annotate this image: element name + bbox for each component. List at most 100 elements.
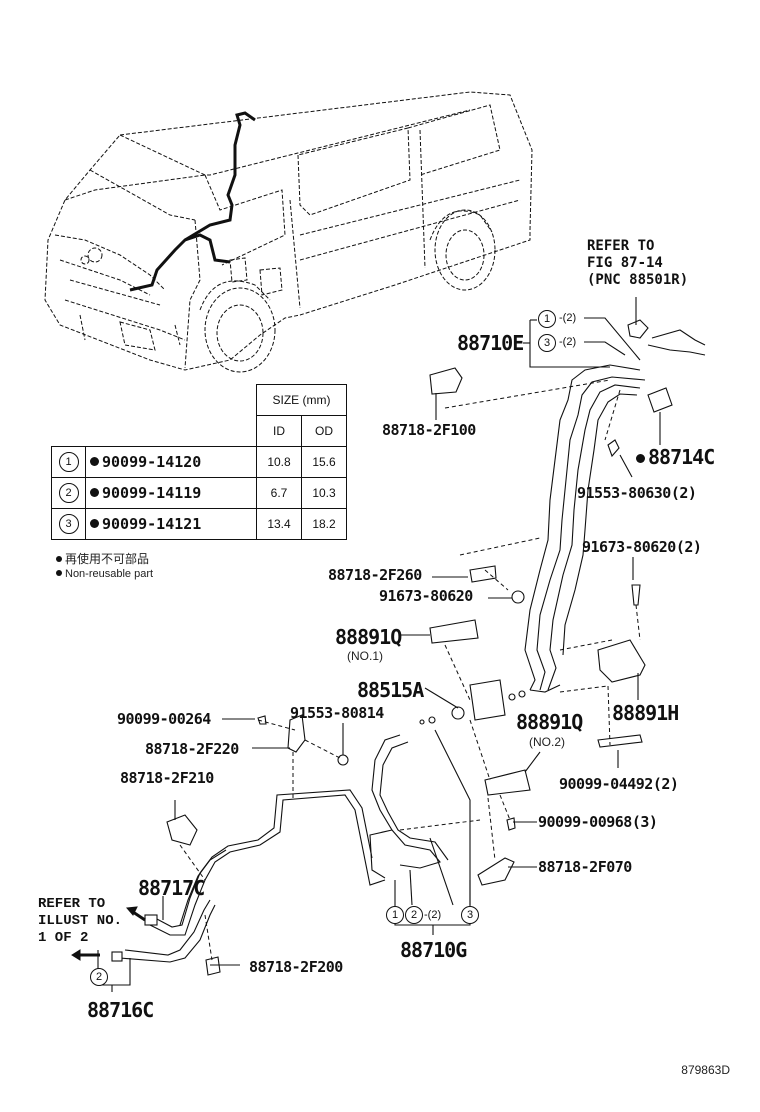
fitting-88717C-shape: [144, 914, 158, 926]
callout-88718-2F260[interactable]: 88718-2F260: [328, 566, 422, 584]
refer-top-line-1: REFER TO: [587, 238, 655, 254]
oring-id: 6.7: [256, 477, 302, 509]
clamp-88718-2F210-shape: [166, 814, 198, 846]
oring-ref-1: 1: [538, 310, 556, 328]
oring-ref-1-qty: -(2): [559, 312, 577, 324]
col-id-header: ID: [256, 415, 302, 447]
connector-top-shape: [627, 319, 649, 339]
oring-od: 10.3: [301, 477, 347, 509]
refer-arrows: [71, 906, 146, 961]
callout-88717C[interactable]: 88717C: [138, 876, 205, 900]
callout-88714C[interactable]: 88714C: [636, 445, 715, 469]
refer-fig-87-14-note: REFER TO FIG 87-14 (PNC 88501R): [587, 238, 688, 289]
non-reusable-dot-icon: [90, 488, 99, 497]
cover-88891H-shape: [597, 639, 646, 683]
refer-left-line-2: ILLUST NO.: [38, 913, 123, 929]
legend-dot-icon: [56, 556, 62, 562]
oring-ref-2-qty: -(2): [424, 909, 442, 921]
cover-88891Q-no1-shape: [429, 619, 479, 644]
clamp-88718-2F070-shape: [477, 857, 515, 886]
oring-id: 10.8: [256, 446, 302, 478]
refer-top-line-3: (PNC 88501R): [587, 272, 689, 288]
screw-90099-00968-shape: [506, 817, 516, 831]
callout-91553-80814[interactable]: 91553-80814: [290, 704, 384, 722]
clamp-88718-2F200-shape: [205, 956, 221, 976]
refer-left-line-1: REFER TO: [38, 896, 106, 912]
pipe-88710E: [524, 364, 646, 693]
size-header: SIZE (mm): [256, 384, 347, 416]
clamp-88718-2F260-shape: [469, 565, 497, 583]
legend-en: Non-reusable part: [56, 569, 153, 580]
callout-88714C-text: 88714C: [648, 445, 715, 469]
callout-88716C[interactable]: 88716C: [87, 998, 154, 1022]
bolt-91673-80620-shape: [511, 590, 525, 604]
callout-90099-00264[interactable]: 90099-00264: [117, 710, 211, 728]
callout-88718-2F100[interactable]: 88718-2F100: [382, 421, 476, 439]
bracket-88718-2F220-shape: [287, 714, 306, 753]
van-ac-pipe-route: [129, 111, 256, 292]
oring-number-circle: 3: [58, 514, 79, 534]
oring-od: 15.6: [301, 446, 347, 478]
legend-jp: 再使用不可部品: [56, 553, 149, 565]
components: [111, 319, 706, 976]
non-reusable-dot-icon: [90, 519, 99, 528]
non-reusable-dot-icon: [636, 454, 645, 463]
callout-88718-2F070[interactable]: 88718-2F070: [538, 858, 632, 876]
van-illustration: [44, 91, 533, 373]
callout-88891Q-no2[interactable]: 88891Q: [516, 710, 583, 734]
bolt-90099-04492-shape: [597, 734, 643, 748]
oring-od: 18.2: [301, 508, 347, 540]
col-od-header: OD: [301, 415, 347, 447]
oring-ref-2: 2: [405, 906, 423, 924]
bolt-91553-80814-shape: [337, 754, 349, 766]
callout-88718-2F200[interactable]: 88718-2F200: [249, 958, 343, 976]
arrow-to-illust-1: [132, 910, 146, 922]
callout-90099-04492[interactable]: 90099-04492(2): [559, 775, 679, 793]
bolt-91673-80620-2-shape: [631, 584, 641, 606]
refer-illust-note: REFER TO ILLUST NO. 1 OF 2: [38, 896, 122, 947]
legend-dot-icon: [56, 570, 62, 576]
bolt-90099-00264-shape: [257, 715, 267, 725]
oring-number-circle: 2: [58, 483, 79, 503]
callout-91553-80630[interactable]: 91553-80630(2): [577, 484, 697, 502]
callout-88891Q-no2-sub: (NO.2): [529, 735, 565, 749]
dashed-guides: [179, 379, 641, 961]
legend-en-text: Non-reusable part: [65, 568, 154, 580]
clamp-88718-2F100-shape: [429, 367, 463, 395]
refer-left-line-3: 1 OF 2: [38, 930, 89, 946]
oring-part-number[interactable]: 90099-14120: [102, 453, 202, 471]
leader-lines: [97, 297, 661, 992]
table-row: 3 90099-14121 13.4 18.2: [51, 508, 347, 540]
oring-ref-1: 1: [386, 906, 404, 924]
callout-88515A[interactable]: 88515A: [357, 678, 424, 702]
pipe-lower-assembly: [119, 734, 449, 963]
oring-part-number[interactable]: 90099-14121: [102, 515, 202, 533]
oring-id: 13.4: [256, 508, 302, 540]
oring-number-circle: 1: [58, 452, 79, 472]
callout-91673-80620-2[interactable]: 91673-80620(2): [582, 538, 702, 556]
cover-88891Q-no2-shape: [484, 769, 531, 796]
valve-88515A-body-shape: [469, 679, 506, 721]
callout-88891Q-no1[interactable]: 88891Q: [335, 625, 402, 649]
figure-id: 879863D: [681, 1063, 730, 1077]
oring-ref-3-qty: -(2): [559, 336, 577, 348]
cushion-88714C-shape: [647, 387, 673, 413]
non-reusable-dot-icon: [90, 457, 99, 466]
callout-90099-00968[interactable]: 90099-00968(3): [538, 813, 658, 831]
callout-88891H[interactable]: 88891H: [612, 701, 679, 725]
refer-top-line-2: FIG 87-14: [587, 255, 663, 271]
oring-ref-3: 3: [461, 906, 479, 924]
callout-88710G[interactable]: 88710G: [400, 938, 467, 962]
callout-91673-80620[interactable]: 91673-80620: [379, 587, 473, 605]
callout-88710E[interactable]: 88710E: [457, 331, 524, 355]
oring-ref-2: 2: [90, 968, 108, 986]
oring-part-number[interactable]: 90099-14119: [102, 484, 202, 502]
bolt-91553-80630-shape: [607, 439, 620, 458]
callout-88718-2F210[interactable]: 88718-2F210: [120, 769, 214, 787]
callout-88718-2F220[interactable]: 88718-2F220: [145, 740, 239, 758]
table-row: 2 90099-14119 6.7 10.3: [51, 477, 347, 509]
callout-88891Q-no1-sub: (NO.1): [347, 649, 383, 663]
table-row: 1 90099-14120 10.8 15.6: [51, 446, 347, 478]
